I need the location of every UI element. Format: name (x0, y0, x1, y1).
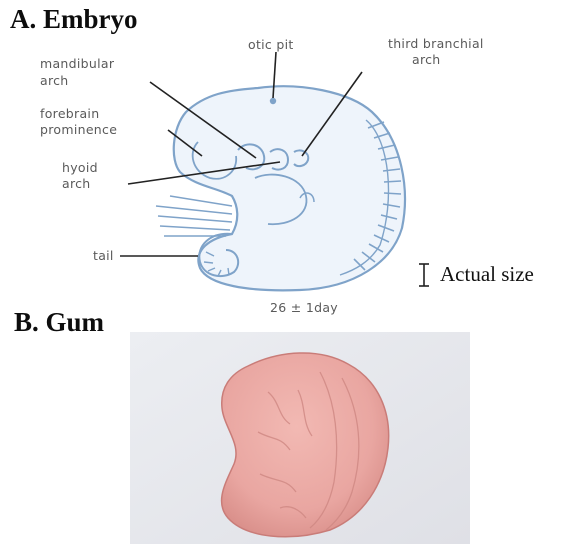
label-otic-pit: otic pit (248, 37, 294, 52)
label-age: 26 ± 1day (270, 300, 338, 315)
actual-size-bar (419, 264, 429, 286)
gum-photo (130, 332, 470, 544)
yolk-stalk-lines (156, 196, 232, 236)
otic-pit-marker (270, 98, 276, 104)
label-hyoid-line2: arch (62, 176, 91, 191)
label-third-branchial-line2: arch (412, 52, 441, 67)
label-forebrain-line1: forebrain (40, 106, 99, 121)
label-actual-size: Actual size (440, 262, 534, 287)
label-mandibular-line1: mandibular (40, 56, 114, 71)
hyoid-arch (270, 149, 288, 169)
label-mandibular-line2: arch (40, 73, 69, 88)
gum-heading: B. Gum (14, 309, 104, 336)
label-hyoid-line1: hyoid (62, 160, 98, 175)
label-tail: tail (93, 248, 114, 263)
third-branchial-arch (294, 150, 308, 166)
label-third-branchial-line1: third branchial (388, 36, 484, 51)
embryo-body-outline (174, 86, 405, 290)
label-forebrain-line2: prominence (40, 122, 117, 137)
